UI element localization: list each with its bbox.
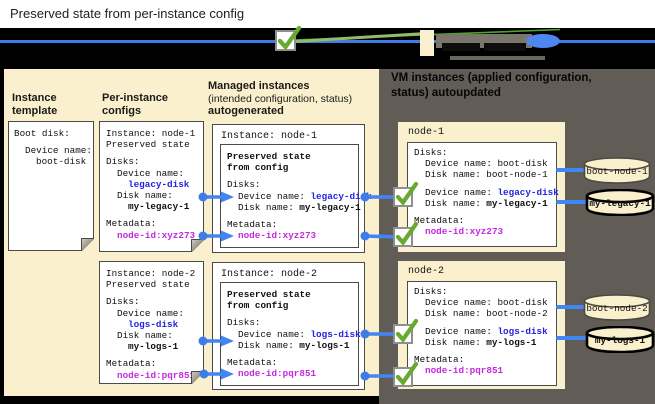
disk-cylinder-boot-node-2: boot-node-2 xyxy=(583,294,651,321)
column-header-vm-instances: VM instances (applied configuration, sta… xyxy=(391,72,592,99)
legend-checkbox-icon xyxy=(275,25,302,51)
status-checkbox-icon xyxy=(393,361,419,387)
legend-text-blob xyxy=(442,43,480,51)
legend-band xyxy=(0,25,655,69)
vm-instance-box-node-2: node-2 Disks: Device name:boot-disk Disk… xyxy=(398,261,565,389)
status-checkbox-icon xyxy=(393,181,419,207)
legend-label-bar xyxy=(436,34,532,51)
disk-cylinder-boot-node-1: boot-node-1 xyxy=(583,157,651,184)
status-checkbox-icon xyxy=(393,318,419,344)
column-header-per-instance-configs: Per-instance configs xyxy=(102,92,169,117)
vm-config-inner-box: Disks: Device name:boot-disk Disk name:b… xyxy=(407,142,559,247)
column-header-instance-template: Instance template xyxy=(12,92,58,117)
page-fold-icon xyxy=(191,371,204,384)
config-page-node-1: Instance: node-1 Preserved state Disks: … xyxy=(99,121,204,252)
check-icon xyxy=(395,221,419,246)
vm-config-inner-box: Disks: Device name:boot-disk Disk name:b… xyxy=(407,281,557,386)
managed-instance-box-node-2: Instance: node-2 Preserved state from co… xyxy=(212,262,365,390)
config-page-node-2: Instance: node-2 Preserved state Disks: … xyxy=(99,261,204,384)
managed-instance-box-node-1: Instance: node-1 Preserved state from co… xyxy=(212,124,372,253)
check-icon xyxy=(395,361,419,386)
page-fold-icon xyxy=(81,238,94,251)
boot-disk-label: Boot disk: xyxy=(14,128,70,139)
legend-label-bar-2 xyxy=(450,56,545,60)
check-icon xyxy=(395,318,419,343)
legend-stateful-ellipse-icon xyxy=(526,34,560,48)
column-header-managed-instances: Managed instances (intended configuratio… xyxy=(208,80,353,117)
page-title: Preserved state from per-instance config xyxy=(10,6,245,21)
template-page: Boot disk: Device name: boot-disk xyxy=(8,121,94,251)
disk-cylinder-my-logs-1: my-logs-1 xyxy=(585,325,655,354)
status-checkbox-icon xyxy=(393,221,419,247)
legend-green-streaks-icon xyxy=(294,28,561,43)
title-bar: Preserved state from per-instance config xyxy=(0,0,655,28)
preserved-state-inner-box: Preserved state from config Disks: Devic… xyxy=(220,282,361,386)
preserved-state-inner-box: Preserved state from config Disks: Devic… xyxy=(220,144,372,248)
page-fold-icon xyxy=(191,239,204,252)
check-icon xyxy=(277,25,302,51)
vm-instance-box-node-1: node-1 Disks: Device name:boot-disk Disk… xyxy=(398,122,565,252)
legend-text-blob xyxy=(484,43,526,51)
legend-preserved-state-swatch xyxy=(420,30,434,56)
check-icon xyxy=(395,181,419,206)
disk-cylinder-my-legacy-1: my-legacy-1 xyxy=(585,188,655,217)
